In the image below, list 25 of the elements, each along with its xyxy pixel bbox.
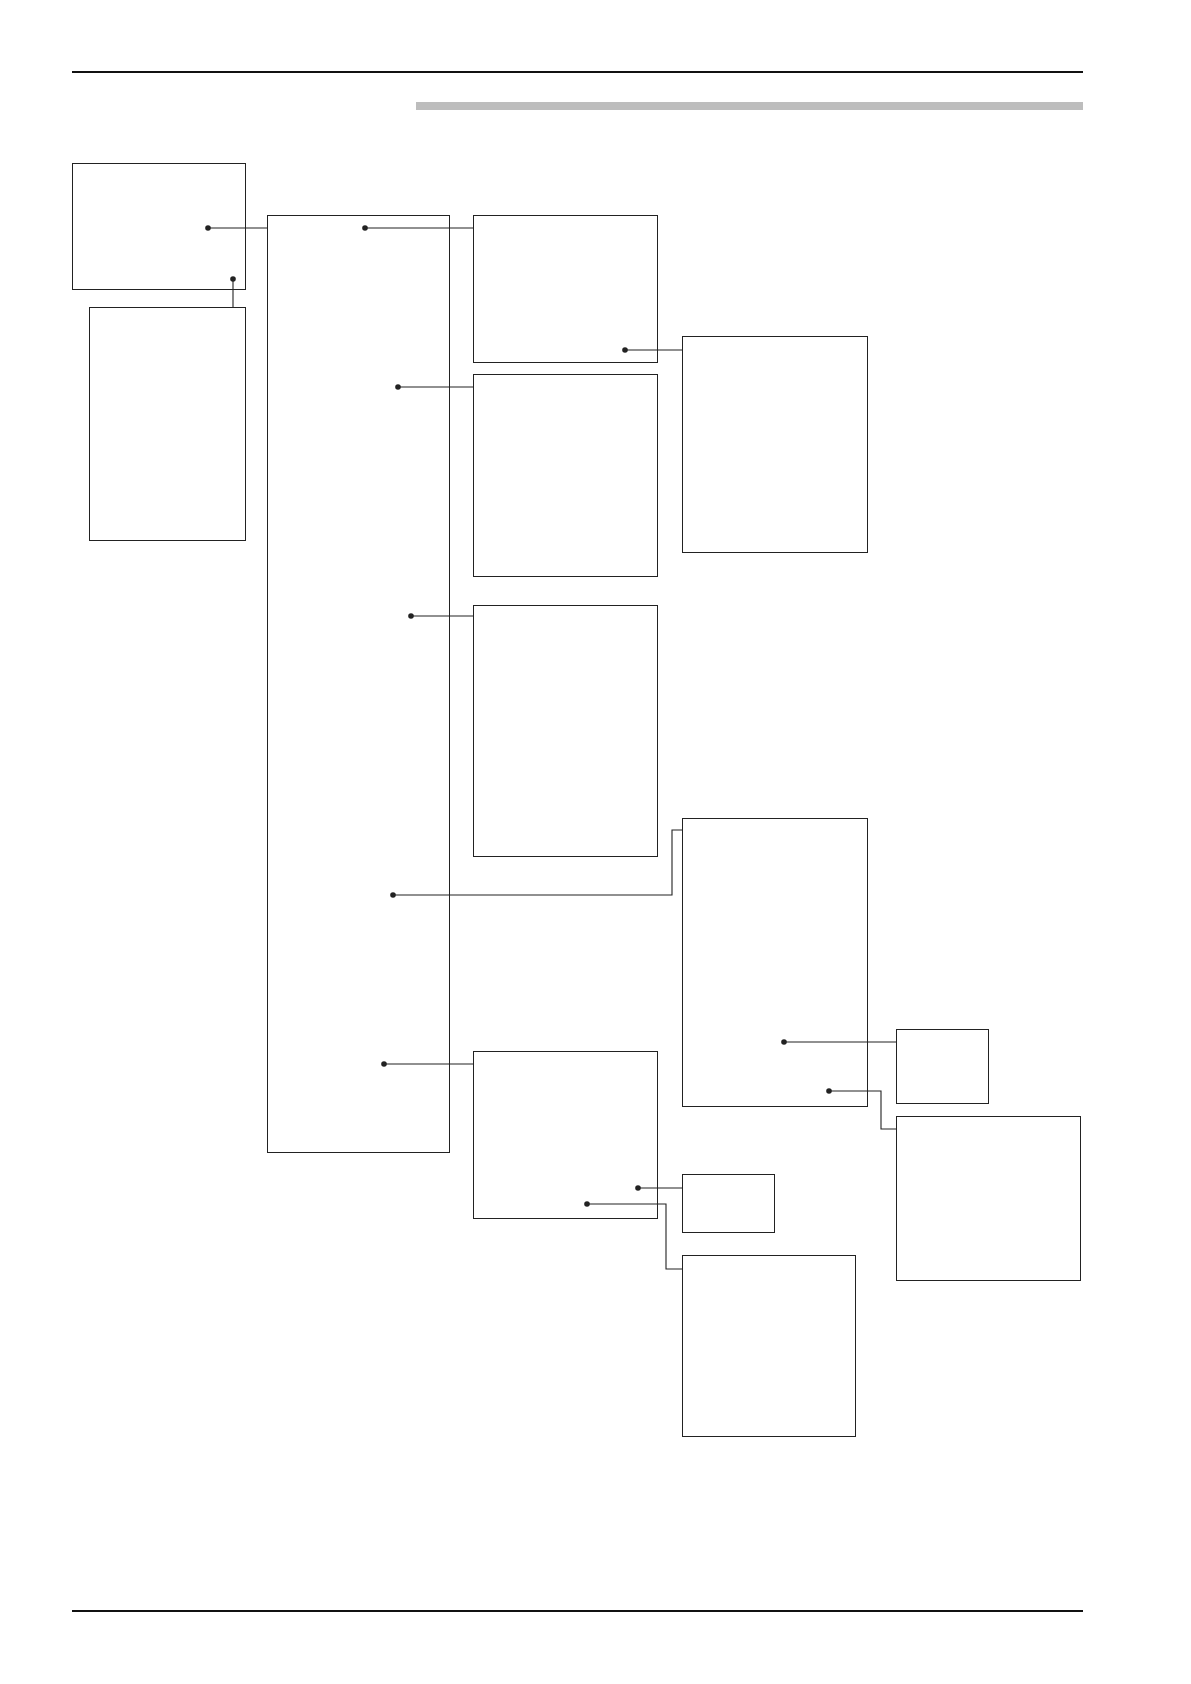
- empty-box: [896, 1029, 989, 1104]
- leader-line: [390, 829, 683, 898]
- empty-box: [473, 605, 658, 857]
- empty-box: [682, 818, 868, 1107]
- empty-box: [896, 1116, 1081, 1281]
- empty-box: [89, 307, 246, 541]
- empty-box: [682, 1174, 775, 1233]
- leader-line: [381, 1061, 474, 1067]
- leader-line: [395, 384, 474, 390]
- leader-line: [584, 1201, 683, 1270]
- leader-line: [826, 1088, 897, 1130]
- empty-box: [682, 1255, 856, 1437]
- empty-box: [473, 374, 658, 577]
- leader-line: [205, 225, 268, 231]
- leader-line: [622, 347, 683, 353]
- empty-box: [473, 215, 658, 363]
- empty-box: [682, 336, 868, 553]
- leader-line: [362, 225, 474, 231]
- leader-line: [408, 613, 474, 619]
- leader-line: [230, 276, 236, 308]
- empty-box: [473, 1051, 658, 1219]
- empty-box: [267, 215, 450, 1153]
- leader-line: [635, 1185, 683, 1191]
- leader-line: [781, 1039, 897, 1045]
- empty-box: [72, 163, 246, 290]
